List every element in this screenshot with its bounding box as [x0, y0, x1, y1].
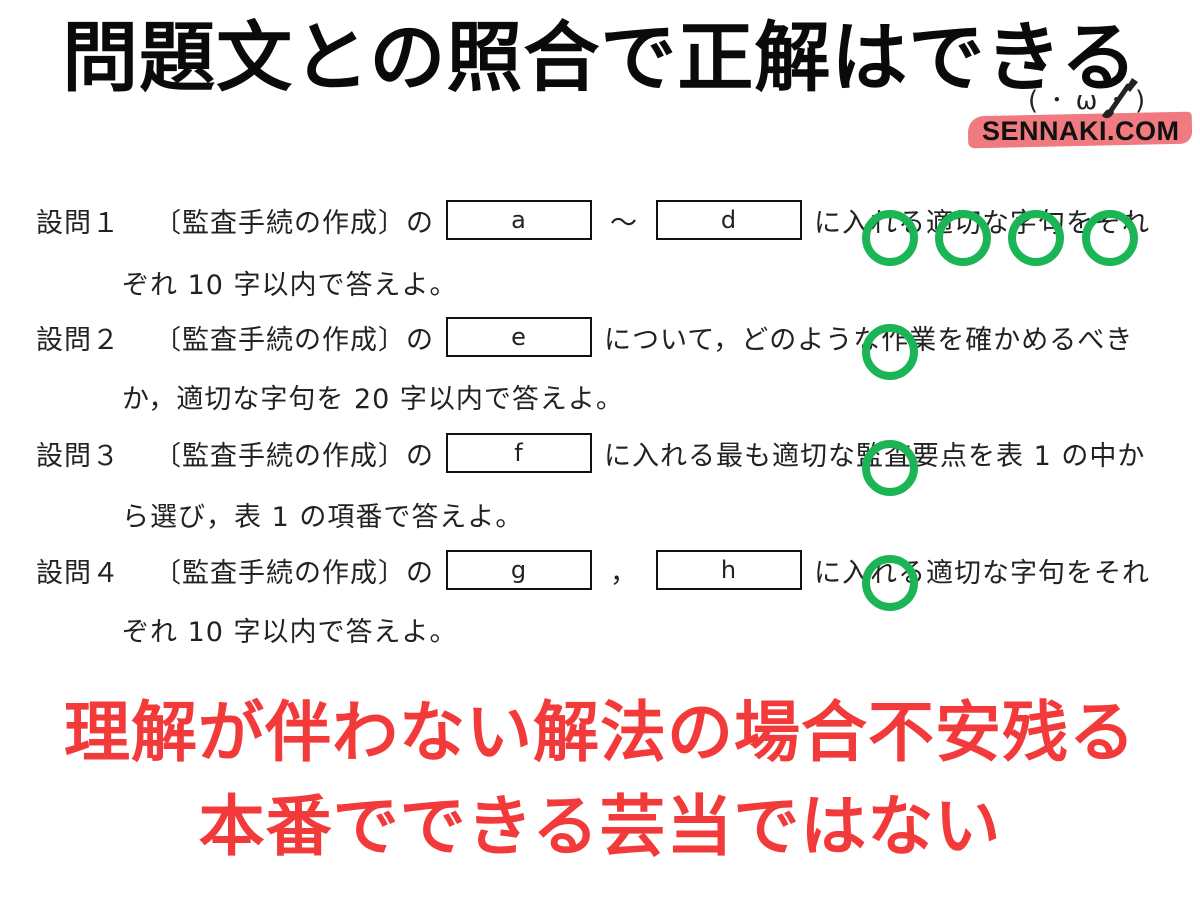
- highlight-circle: [862, 324, 918, 380]
- question-2-continuation: か，適切な字句を 20 字以内で答えよ。: [122, 383, 624, 415]
- range-separator: ～: [610, 207, 638, 239]
- question-3-line: 設問３ 〔監査手続の作成〕の f に入れる最も適切な監査要点を表 1 の中か: [36, 429, 1145, 477]
- question-section-label: 〔監査手続の作成〕の: [154, 207, 434, 239]
- sennaki-logo: ( ･ ω ･ ) SENNAKI.COM: [960, 72, 1200, 162]
- question-number: 設問３: [36, 440, 120, 472]
- page-title: 問題文との照合で正解はできる: [62, 13, 1138, 102]
- question-4-continuation: ぞれ 10 字以内で答えよ。: [122, 616, 458, 648]
- bottom-message-line-1: 理解が伴わない解法の場合不安残る: [64, 694, 1136, 771]
- blank-box-a: a: [446, 200, 592, 240]
- logo-brand-text: SENNAKI.COM: [982, 116, 1180, 146]
- highlight-circle: [1008, 210, 1064, 266]
- question-2-line: 設問２ 〔監査手続の作成〕の e について，どのような作業を確かめるべき: [36, 313, 1133, 361]
- question-section-label: 〔監査手続の作成〕の: [154, 557, 434, 589]
- list-separator: ，: [610, 557, 638, 589]
- paintbrush-icon: [1102, 78, 1138, 119]
- blank-box-g: g: [446, 550, 592, 590]
- bottom-message-line-2: 本番でできる芸当ではない: [198, 788, 1002, 865]
- question-number: 設問４: [36, 557, 120, 589]
- highlight-circle: [862, 440, 918, 496]
- question-3-continuation: ら選び，表 1 の項番で答えよ。: [122, 501, 524, 533]
- question-section-label: 〔監査手続の作成〕の: [154, 324, 434, 356]
- highlight-circle: [862, 555, 918, 611]
- blank-box-h: h: [656, 550, 802, 590]
- highlight-circle: [1082, 210, 1138, 266]
- question-1-continuation: ぞれ 10 字以内で答えよ。: [122, 269, 458, 301]
- question-number: 設問１: [36, 207, 120, 239]
- blank-box-e: e: [446, 317, 592, 357]
- question-section-label: 〔監査手続の作成〕の: [154, 440, 434, 472]
- blank-box-f: f: [446, 433, 592, 473]
- question-4-line: 設問４ 〔監査手続の作成〕の g ， h に入れる適切な字句をそれ: [36, 546, 1150, 594]
- blank-box-d: d: [656, 200, 802, 240]
- highlight-circle: [862, 210, 918, 266]
- question-number: 設問２: [36, 324, 120, 356]
- highlight-circle: [935, 210, 991, 266]
